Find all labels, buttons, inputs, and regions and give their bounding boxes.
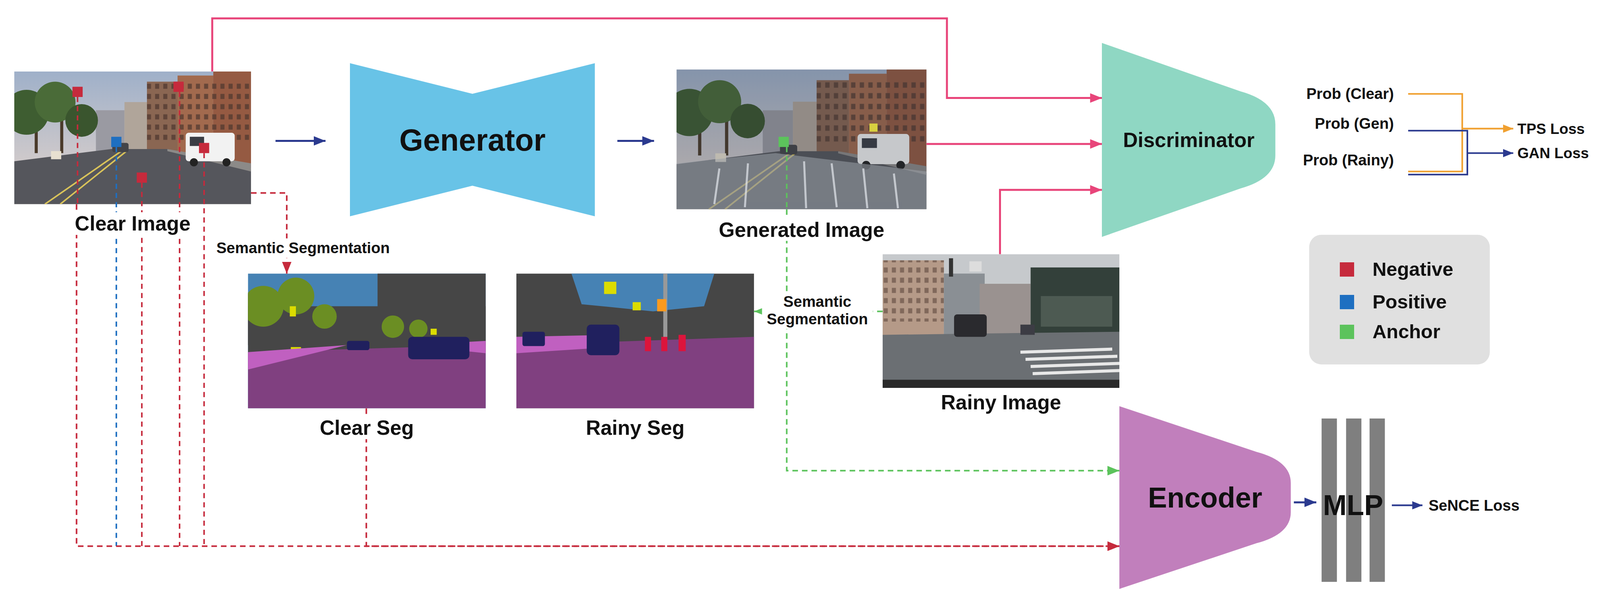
edge-label: Semantic Segmentation (214, 238, 393, 258)
generator-block: Generator (349, 63, 596, 217)
block-label: Generator (399, 123, 546, 157)
encoder-block: Encoder (1119, 405, 1291, 589)
connector (926, 142, 1103, 145)
image-panel: Generated Image (676, 69, 927, 210)
segmentation-map: Rainy Seg (516, 273, 755, 408)
connector (212, 18, 1102, 98)
output-label: Prob (Gen) (1314, 115, 1394, 132)
block-label: MLP (1322, 489, 1384, 521)
block-label: Encoder (1147, 481, 1263, 514)
connector (275, 139, 326, 142)
image-panel: Rainy Image (882, 254, 1120, 389)
output-label: Prob (Clear) (1306, 85, 1394, 103)
connector (366, 408, 1120, 547)
legend-swatch (1339, 294, 1355, 310)
image-caption: Clear Image (72, 212, 193, 235)
connector (251, 193, 287, 274)
connector (617, 139, 654, 142)
image-caption: Rainy Seg (583, 416, 687, 439)
block-label: Discriminator (1122, 128, 1255, 152)
legend-text: Positive (1372, 291, 1447, 314)
block-shape (1101, 42, 1276, 237)
connector (786, 209, 1120, 471)
image-caption: Clear Seg (317, 416, 417, 439)
legend-text: Anchor (1372, 320, 1441, 343)
image-caption: Generated Image (716, 218, 887, 242)
legend-text: Negative (1372, 258, 1454, 281)
mlp-block: MLP (1319, 418, 1388, 582)
image-panel: Clear Image (14, 71, 252, 205)
legend-swatch (1339, 324, 1355, 339)
output-label: TPS Loss (1517, 120, 1585, 137)
block-shape (349, 63, 596, 217)
image-caption: Rainy Image (938, 390, 1064, 414)
discriminator-block: Discriminator (1101, 42, 1276, 237)
connector (1000, 189, 1103, 255)
output-label: GAN Loss (1517, 144, 1589, 162)
output-label: Prob (Rainy) (1302, 151, 1394, 169)
segmentation-map: Clear Seg (247, 273, 486, 408)
block-shape (1119, 405, 1291, 589)
connector (1293, 500, 1317, 503)
edge-label: Semantic Segmentation (761, 291, 873, 329)
output-label: SeNCE Loss (1428, 496, 1520, 514)
connector (76, 204, 1120, 547)
legend-swatch (1339, 262, 1355, 277)
